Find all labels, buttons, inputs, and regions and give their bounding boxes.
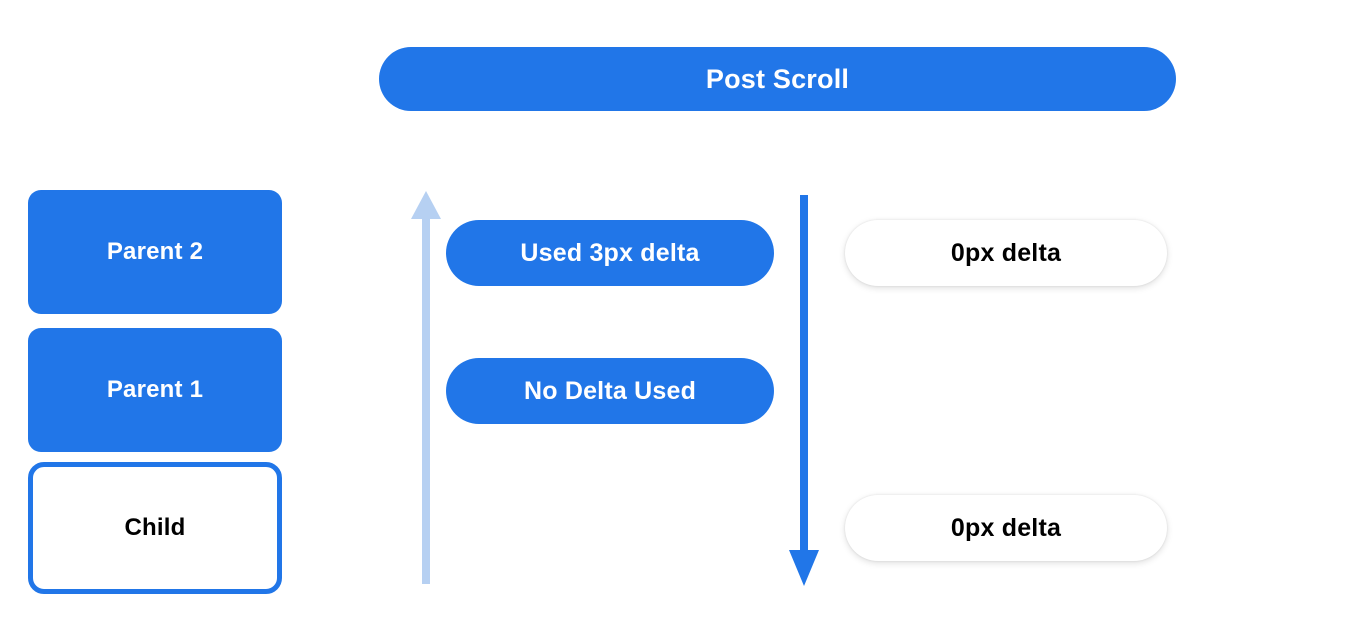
node-child-label: Child: [124, 514, 186, 541]
result-pill-zero-delta-top: 0px delta: [845, 220, 1167, 286]
delta-pill-no-delta-used-label: No Delta Used: [523, 376, 697, 405]
delta-pill-used-3px-label: Used 3px delta: [520, 238, 700, 267]
result-pill-zero-delta-bottom-label: 0px delta: [950, 513, 1062, 542]
node-parent-2-label: Parent 2: [106, 238, 204, 265]
node-child: Child: [28, 462, 282, 594]
delta-pill-used-3px: Used 3px delta: [446, 220, 774, 286]
post-scroll-header-pill: Post Scroll: [379, 47, 1176, 111]
node-parent-2: Parent 2: [28, 190, 282, 314]
node-parent-1-label: Parent 1: [106, 376, 204, 403]
node-parent-1: Parent 1: [28, 328, 282, 452]
delta-pill-no-delta-used: No Delta Used: [446, 358, 774, 424]
post-scroll-header-label: Post Scroll: [705, 63, 850, 94]
result-pill-zero-delta-bottom: 0px delta: [845, 495, 1167, 561]
scroll-chain-up-arrow-icon: [411, 191, 441, 584]
scroll-chain-down-arrow-icon: [789, 195, 819, 586]
result-pill-zero-delta-top-label: 0px delta: [950, 238, 1062, 267]
